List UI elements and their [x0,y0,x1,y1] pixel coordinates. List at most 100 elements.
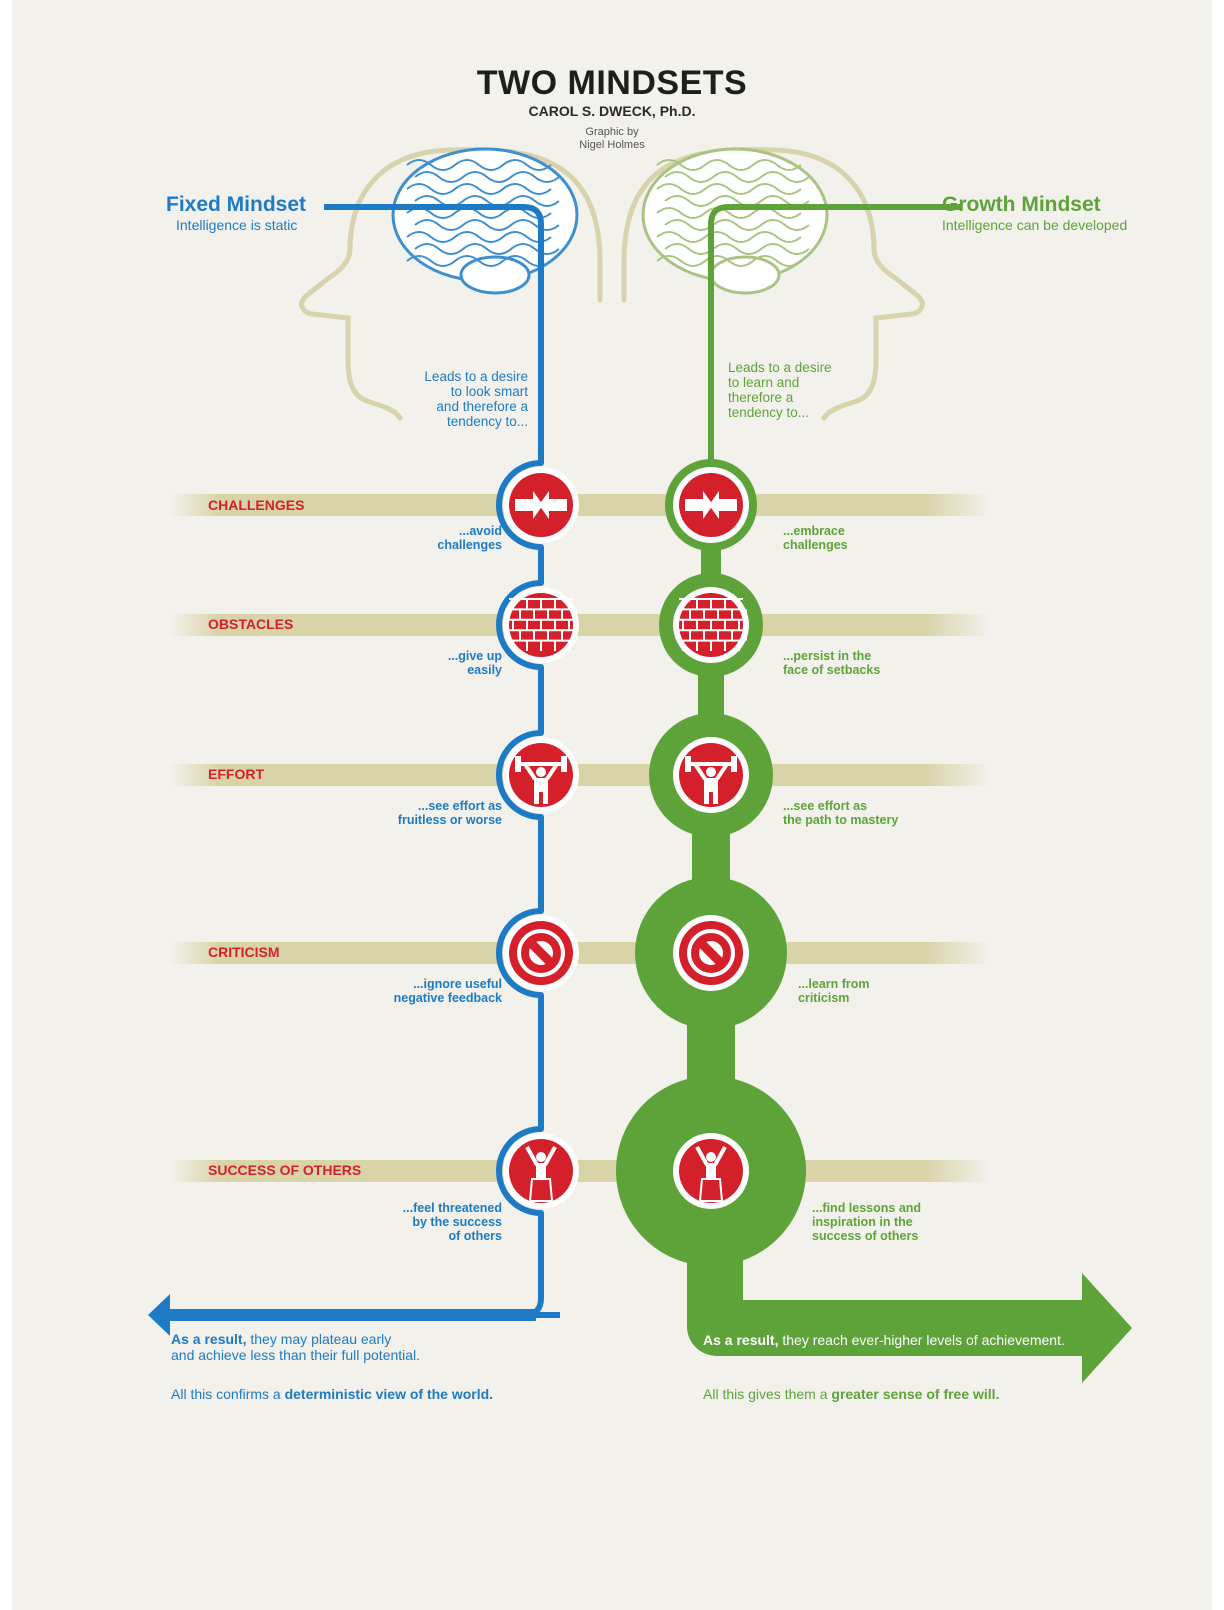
fixed-mindset-title: Fixed Mindset [166,193,307,216]
growth-result-body: they reach ever-higher levels of achieve… [778,1332,1065,1348]
lifter-arm [523,762,537,781]
brain-stem [709,255,781,295]
winner-arm [695,1146,709,1166]
brain-fold [656,231,802,243]
category-band [170,764,990,786]
barbell-bar [687,762,735,766]
winner-body [536,1163,546,1179]
growth-result-arrow [687,1250,1132,1383]
lifter-leg [713,792,718,804]
fixed-response: ...see effort as fruitless or worse [397,799,502,827]
author-line: CAROL S. DWECK, Ph.D. [528,103,696,119]
growth-mindset-title: Growth Mindset [942,193,1101,216]
growth-result-text: As a result, they reach ever-higher leve… [703,1332,1065,1349]
fixed-conclusion-lead: All this confirms a [171,1386,285,1402]
growth-response: ...persist in the face of setbacks [783,649,881,677]
paper-background [12,0,1212,1610]
barbell-plate [561,756,567,772]
growth-node [659,573,763,677]
fixed-node [503,737,579,813]
barbell-plate [685,756,691,772]
brick-wall-icon [509,593,577,657]
fixed-response: ...feel threatened by the success of oth… [402,1201,502,1243]
fixed-lead-text: Leads to a desire to look smart and ther… [424,369,528,430]
growth-response: ...find lessons and inspiration in the s… [812,1201,922,1243]
brain-fold [406,207,552,219]
fixed-response: ...give up easily [447,649,502,677]
winner-arm [543,1146,557,1166]
category-label: OBSTACLES [208,616,294,632]
lifter-leg [704,792,709,804]
sign-slash [528,940,554,966]
barbell-plate [515,756,521,772]
barbell-bar [517,762,565,766]
brain-fold [406,231,552,243]
lifter-body [704,778,718,792]
arrows-collide-icon [509,473,573,537]
category-nodes [503,459,806,1266]
fixed-response: ...ignore useful negative feedback [393,977,502,1005]
arrow-left [539,491,567,519]
category-label: CHALLENGES [208,497,305,513]
growth-brain-icon [641,147,829,295]
brain-fold [414,219,560,231]
winner-head [536,1152,546,1162]
no-entry-icon [679,921,743,985]
lifter-leg [534,792,539,804]
brain-stem [459,255,531,295]
fixed-conclusion: All this confirms a deterministic view o… [171,1386,493,1403]
category-band [170,614,990,636]
fixed-result-lead: As a result, [171,1331,247,1347]
lifter-arm [545,762,559,781]
brain-fold [656,159,802,171]
fixed-mindset-subtitle: Intelligence is static [176,217,298,233]
growth-conclusion-emphasis: greater sense of free will. [831,1386,1000,1402]
arrows-collide-icon [679,473,743,537]
winner-arm [525,1146,539,1166]
fixed-response: ...avoid challenges [437,524,502,552]
arrow-left [709,491,737,519]
growth-response: ...learn from criticism [798,977,870,1005]
growth-mindset-path [708,204,960,461]
growth-mindset-subtitle: Intelligence can be developed [942,217,1128,233]
no-entry-icon [509,921,573,985]
fixed-brain-icon [391,147,579,295]
growth-node [616,1076,806,1266]
growth-node [635,877,787,1029]
fixed-node [503,587,579,663]
lifter-arm [715,762,729,781]
growth-response: ...see effort as the path to mastery [783,799,899,827]
fixed-mindset-path [324,204,560,1318]
brain-fold [406,159,552,171]
lifter-head [536,767,546,777]
barbell-plate [731,756,737,772]
fixed-result-arrow [148,1294,536,1336]
arrow-right [515,491,543,519]
winner-podium-icon [509,1139,573,1203]
brain-fold [406,255,552,267]
winner-arm [713,1146,727,1166]
fixed-node [503,467,579,543]
category-band [170,494,990,516]
brains [391,147,829,295]
category-bands [170,494,990,1182]
category-label: EFFORT [208,766,264,782]
fixed-node [503,915,579,991]
sign-ring [521,933,561,973]
category-label: SUCCESS OF OTHERS [208,1162,362,1178]
growth-node [665,459,757,551]
brain-fold [664,243,810,255]
winner-podium-icon [679,1139,743,1203]
brain-fold [414,195,560,207]
brick-wall-icon [679,593,747,657]
growth-result-lead: As a result, [703,1332,779,1348]
podium [528,1178,554,1202]
brain-fold [664,171,810,183]
category-label: CRITICISM [208,944,280,960]
growth-lead-text: Leads to a desire to learn and therefore… [728,360,832,421]
brain-fold [656,207,802,219]
lifter-head [706,767,716,777]
graphic-credit: Graphic by Nigel Holmes [579,126,645,152]
